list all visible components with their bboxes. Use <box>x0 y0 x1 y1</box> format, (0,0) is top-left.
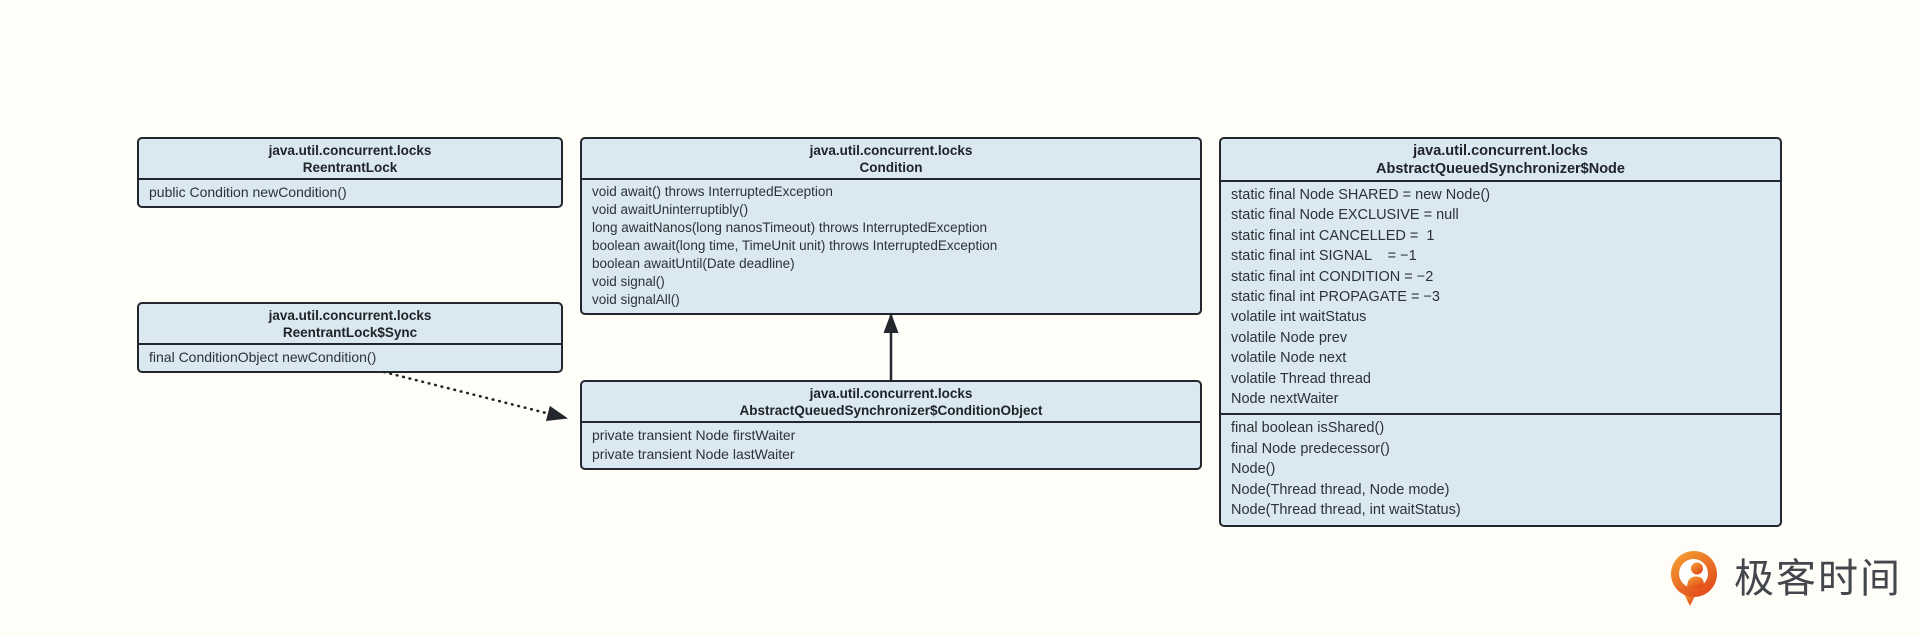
class-box-condition: java.util.concurrent.locks Condition voi… <box>580 137 1202 315</box>
geektime-logo-icon <box>1671 551 1717 606</box>
class-name: Condition <box>859 160 923 175</box>
member-row: void signal() <box>592 274 665 289</box>
fields-compartment: private transient Node firstWaiter priva… <box>582 423 1200 468</box>
member-row: static final Node EXCLUSIVE = null <box>1231 207 1459 224</box>
member-row: Node nextWaiter <box>1231 391 1339 408</box>
member-row: boolean awaitUntil(Date deadline) <box>592 256 795 271</box>
member-row: volatile Node prev <box>1231 329 1348 346</box>
class-box-conditionobject: java.util.concurrent.locks AbstractQueue… <box>580 380 1202 470</box>
member-row: final boolean isShared() <box>1231 420 1385 437</box>
member-row: Node(Thread thread, Node mode) <box>1231 481 1450 498</box>
fields-compartment: static final Node SHARED = new Node() st… <box>1221 182 1780 413</box>
member-row: private transient Node firstWaiter <box>592 427 796 443</box>
class-box-node: java.util.concurrent.locks AbstractQueue… <box>1219 137 1782 527</box>
class-name: ReentrantLock <box>302 160 398 175</box>
member-row: volatile Thread thread <box>1231 370 1371 387</box>
methods-compartment: public Condition newCondition() <box>139 180 561 206</box>
methods-compartment: final ConditionObject newCondition() <box>139 345 561 371</box>
member-row: Node(Thread thread, int waitStatus) <box>1231 502 1461 519</box>
geektime-logo-text: 极客时间 <box>1734 557 1902 601</box>
class-box-reentrantlock: java.util.concurrent.locks ReentrantLock… <box>137 137 563 208</box>
member-row: volatile Node next <box>1231 350 1347 367</box>
package-name: java.util.concurrent.locks <box>1413 143 1588 159</box>
class-header: java.util.concurrent.locks Condition <box>582 139 1200 180</box>
class-header: java.util.concurrent.locks AbstractQueue… <box>1221 139 1780 182</box>
member-row: void await() throws InterruptedException <box>592 184 833 199</box>
class-header: java.util.concurrent.locks AbstractQueue… <box>582 382 1200 423</box>
member-row: static final int CANCELLED = 1 <box>1231 227 1435 244</box>
class-header: java.util.concurrent.locks ReentrantLock <box>139 139 561 180</box>
member-row: private transient Node lastWaiter <box>592 446 795 462</box>
member-row: boolean await(long time, TimeUnit unit) … <box>592 238 998 253</box>
member-row: static final int CONDITION = −2 <box>1231 268 1434 285</box>
member-row: final Node predecessor() <box>1231 440 1390 457</box>
package-name: java.util.concurrent.locks <box>809 143 973 158</box>
class-header: java.util.concurrent.locks ReentrantLock… <box>139 304 561 345</box>
class-box-reentrantlock-sync: java.util.concurrent.locks ReentrantLock… <box>137 302 563 373</box>
member-row: static final int PROPAGATE = −3 <box>1231 289 1440 306</box>
member-row: public Condition newCondition() <box>149 184 347 200</box>
member-row: final ConditionObject newCondition() <box>149 349 377 365</box>
member-row: Node() <box>1231 461 1276 478</box>
class-name: AbstractQueuedSynchronizer$ConditionObje… <box>739 403 1043 418</box>
methods-compartment: final boolean isShared() final Node pred… <box>1221 413 1780 524</box>
member-row: void awaitUninterruptibly() <box>592 202 749 217</box>
geektime-logo: 极客时间 <box>1668 550 1902 608</box>
member-row: static final int SIGNAL = −1 <box>1231 248 1417 265</box>
class-name: AbstractQueuedSynchronizer$Node <box>1376 161 1625 177</box>
class-name: ReentrantLock$Sync <box>282 325 418 340</box>
member-row: static final Node SHARED = new Node() <box>1231 187 1491 203</box>
member-row: volatile int waitStatus <box>1231 309 1367 326</box>
package-name: java.util.concurrent.locks <box>268 143 432 158</box>
member-row: void signalAll() <box>592 292 680 307</box>
methods-compartment: void await() throws InterruptedException… <box>582 180 1200 313</box>
dotted-arrow-sync-to-conditionobject <box>382 370 569 421</box>
package-name: java.util.concurrent.locks <box>268 308 432 323</box>
package-name: java.util.concurrent.locks <box>809 386 973 401</box>
member-row: long awaitNanos(long nanosTimeout) throw… <box>592 220 987 235</box>
